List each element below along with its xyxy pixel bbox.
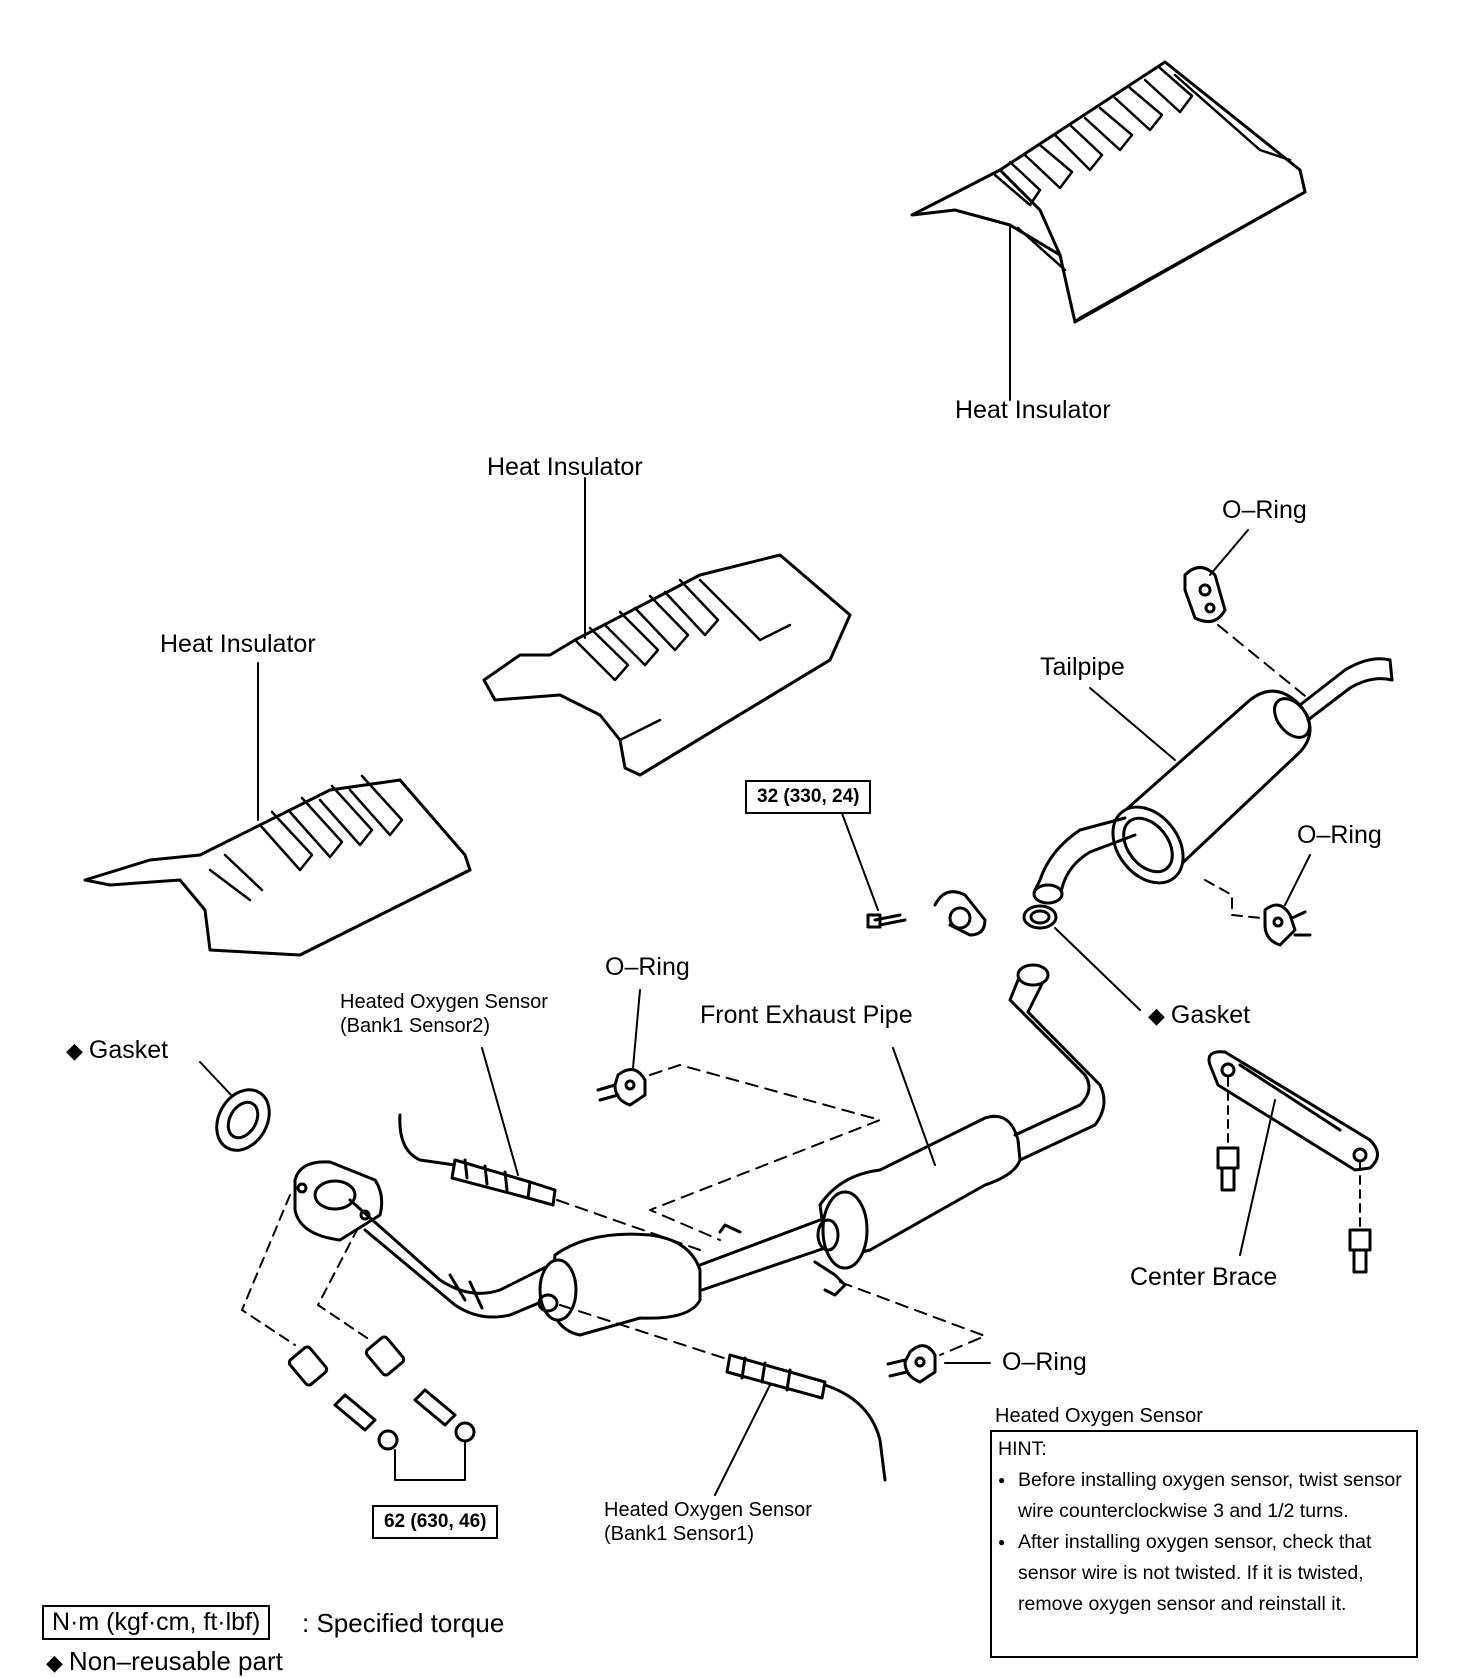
oxygen-sensor-2-part (398, 1113, 557, 1207)
oxygen-sensor-2-position: (Bank1 Sensor2) (340, 1015, 491, 1037)
dash-oxygen-sensor-1 (559, 1304, 731, 1361)
legend-non-reusable: ◆Non–reusable part (46, 1646, 283, 1677)
legend-non-reusable-text: Non–reusable part (68, 1646, 283, 1676)
leader-oxygen-sensor-2 (481, 1047, 519, 1176)
label-heat-insulator-mid: Heat Insulator (487, 453, 643, 481)
label-o-ring-top: O–Ring (1222, 496, 1307, 524)
torque-box-clamp: 32 (330, 24) (745, 780, 872, 814)
heat-insulator-mid-part (482, 553, 852, 777)
heat-insulator-left-part (83, 774, 472, 957)
torque-box-front-pipe: 62 (630, 46) (372, 1505, 499, 1539)
leader-gasket-left (199, 1061, 233, 1097)
label-o-ring-right: O–Ring (1297, 821, 1382, 849)
o-ring-bottom-part (886, 1344, 937, 1384)
leader-center-brace (1239, 1099, 1276, 1256)
label-oxygen-sensor-1: Heated Oxygen Sensor (Bank1 Sensor1) (604, 1498, 812, 1546)
oxygen-sensor-1-position: (Bank1 Sensor1) (604, 1523, 755, 1545)
dash-o-ring-bottom (839, 1281, 986, 1356)
center-brace-part (1207, 1050, 1379, 1172)
oxygen-sensor-1-name: Heated Oxygen Sensor (604, 1499, 812, 1521)
dash-o-ring-top (1217, 624, 1311, 701)
label-tailpipe: Tailpipe (1040, 653, 1125, 681)
leader-clamp-torque (839, 807, 879, 911)
gasket-left-part (215, 1088, 271, 1152)
dash-o-ring-mid (649, 1064, 881, 1241)
label-o-ring-bottom: O–Ring (1002, 1348, 1087, 1376)
label-heat-insulator-top: Heat Insulator (955, 396, 1111, 424)
hint-item: After installing oxygen sensor, check th… (998, 1527, 1410, 1620)
dash-oxygen-sensor-2 (556, 1199, 701, 1251)
leader-o-ring-top (1209, 529, 1249, 576)
label-heat-insulator-left: Heat Insulator (160, 630, 316, 658)
o-ring-top-part (1183, 566, 1227, 624)
leader-tailpipe (1089, 687, 1176, 761)
leader-front-exhaust-pipe (892, 1047, 936, 1166)
non-reusable-marker-icon: ◆ (46, 1650, 63, 1675)
o-ring-mid-part (596, 1068, 647, 1107)
front-pipe-bolts-part (241, 1194, 476, 1481)
gasket-right-part (1022, 904, 1058, 930)
heat-insulator-top-part (910, 60, 1307, 324)
o-ring-right-part (1263, 903, 1312, 947)
hint-item: Before installing oxygen sensor, twist s… (998, 1465, 1410, 1527)
oxygen-sensor-1-part (725, 1353, 887, 1482)
label-gasket-right: ◆Gasket (1148, 1003, 1250, 1028)
oxygen-sensor-2-name: Heated Oxygen Sensor (340, 991, 548, 1013)
center-brace-bolts (1216, 1077, 1372, 1274)
leader-oxygen-sensor-1 (714, 1384, 771, 1496)
tailpipe-part (1032, 657, 1394, 905)
hint-box: HINT: Before installing oxygen sensor, t… (990, 1430, 1418, 1658)
label-oxygen-sensor-2: Heated Oxygen Sensor (Bank1 Sensor2) (340, 990, 548, 1038)
hint-title: Heated Oxygen Sensor (995, 1405, 1203, 1427)
tailpipe-clamp-part (866, 890, 987, 937)
gasket-right-text: Gasket (1170, 1001, 1251, 1029)
label-center-brace: Center Brace (1130, 1263, 1278, 1291)
leader-o-ring-mid (632, 989, 641, 1069)
dash-o-ring-right (1204, 879, 1263, 919)
leader-gasket-right (1054, 927, 1141, 1011)
legend-torque-meaning: : Specified torque (302, 1608, 505, 1638)
hint-heading: HINT: (998, 1438, 1047, 1460)
gasket-left-text: Gasket (88, 1036, 169, 1064)
label-o-ring-mid: O–Ring (605, 953, 690, 981)
non-reusable-marker-icon: ◆ (66, 1038, 83, 1063)
label-front-exhaust-pipe: Front Exhaust Pipe (700, 1001, 913, 1029)
label-gasket-left: ◆Gasket (66, 1038, 168, 1063)
non-reusable-marker-icon: ◆ (1148, 1003, 1165, 1028)
front-exhaust-pipe-part (293, 963, 1106, 1337)
leader-o-ring-right (1284, 854, 1311, 906)
legend-torque-units: N·m (kgf·cm, ft·lbf) (42, 1605, 271, 1640)
